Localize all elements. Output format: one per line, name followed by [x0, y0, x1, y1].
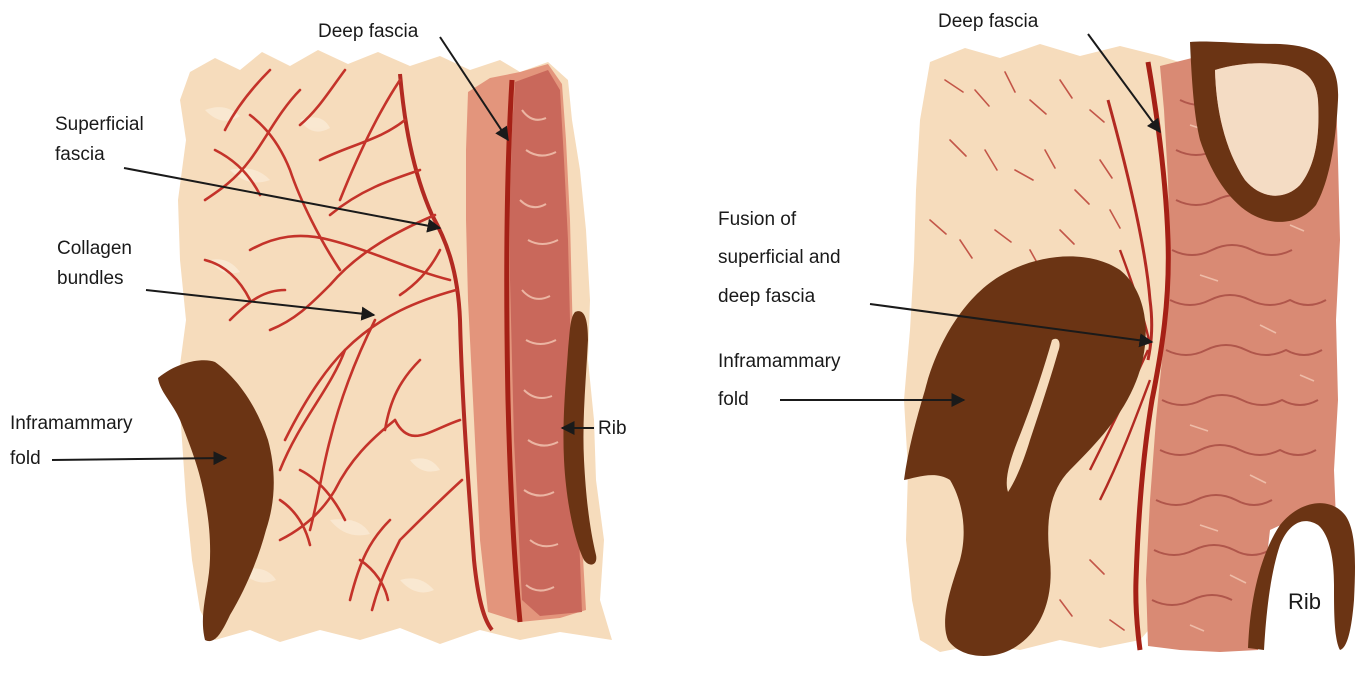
right-deep-fascia-label: Deep fascia	[938, 10, 1038, 33]
right-panel	[780, 34, 1355, 656]
right-fusion-label-line2: superficial and	[718, 246, 841, 269]
left-collagen-bundles-label-line1: Collagen	[57, 237, 132, 260]
right-inframammary-fold-label-line1: Inframammary	[718, 350, 840, 373]
left-superficial-fascia-label-line2: fascia	[55, 143, 105, 166]
left-collagen-bundles-label-line2: bundles	[57, 267, 124, 290]
right-fusion-label-line3: deep fascia	[718, 285, 815, 308]
right-rib-label: Rib	[1288, 590, 1321, 613]
left-inframammary-fold-label-line1: Inframammary	[10, 412, 132, 435]
left-deep-fascia-label: Deep fascia	[318, 20, 418, 43]
right-inframammary-fold-label-line2: fold	[718, 388, 749, 411]
left-superficial-fascia-label-line1: Superficial	[55, 113, 144, 136]
right-fusion-label-line1: Fusion of	[718, 208, 796, 231]
left-rib-label: Rib	[598, 417, 627, 440]
left-inframammary-fold-label-line2: fold	[10, 447, 41, 470]
